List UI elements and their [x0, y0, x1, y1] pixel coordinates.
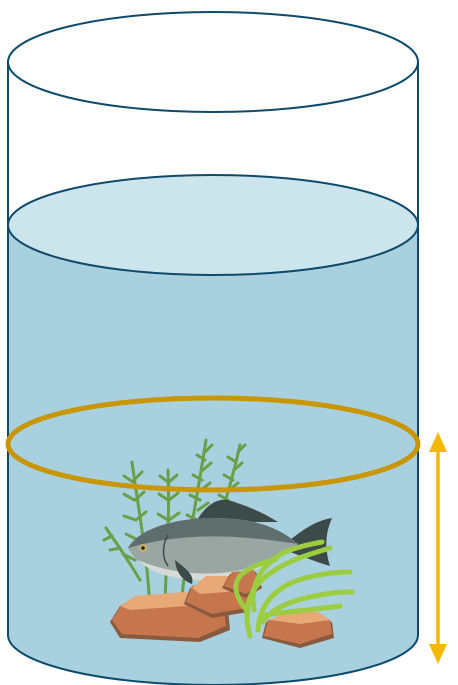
- tank-top-rim: [8, 12, 418, 112]
- water-surface: [8, 175, 418, 275]
- double-arrow-icon: [429, 432, 447, 664]
- fish-pupil: [141, 546, 145, 550]
